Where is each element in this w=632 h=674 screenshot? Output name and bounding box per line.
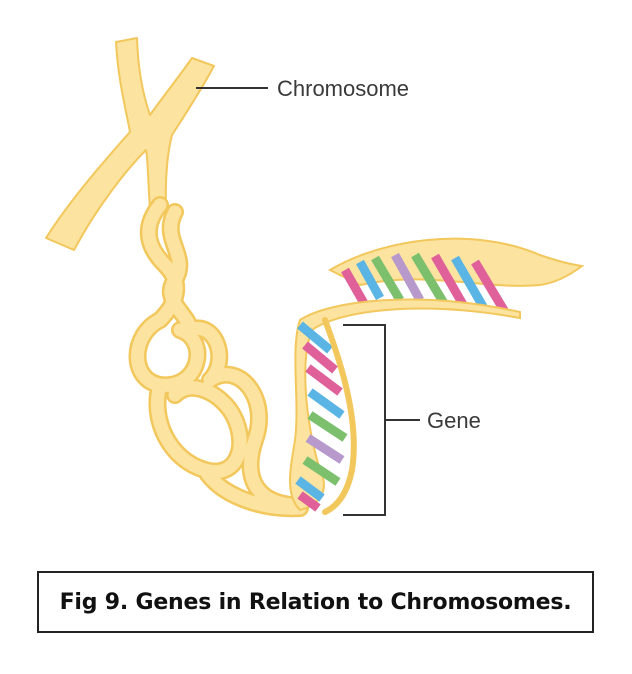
gene-label: Gene xyxy=(427,408,481,433)
chromosome-gene-diagram: Chromosome Gene xyxy=(45,37,585,518)
caption-box: Fig 9. Genes in Relation to Chromosomes. xyxy=(37,571,594,633)
gene-helix xyxy=(289,237,585,515)
base-pairs-lower xyxy=(295,321,348,512)
base-pairs-upper xyxy=(341,252,509,315)
chromosome-shape xyxy=(45,37,215,251)
figure-caption: Fig 9. Genes in Relation to Chromosomes. xyxy=(59,589,572,615)
chromosome-label: Chromosome xyxy=(277,76,409,101)
dna-coil xyxy=(128,196,309,518)
